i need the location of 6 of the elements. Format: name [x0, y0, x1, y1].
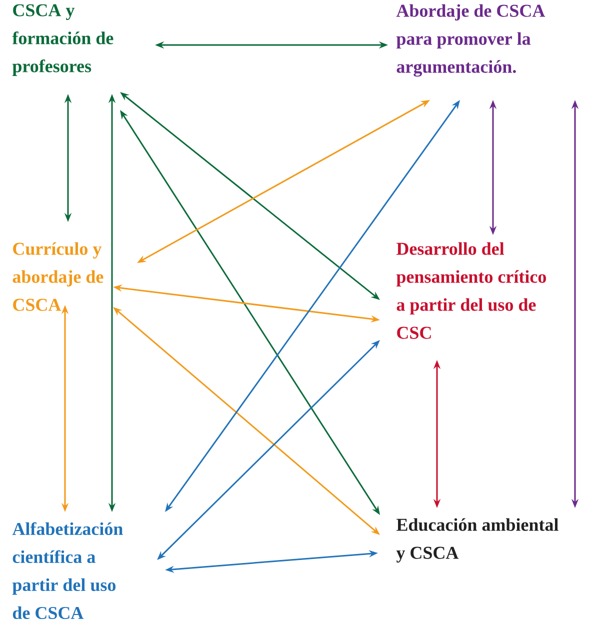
concept-text: Educación ambiental y CSCA: [396, 518, 558, 563]
concept-text: Alfabetización científica a partir del uso de CSCA: [12, 522, 123, 620]
concept-text: CSCA y formación de profesores: [12, 4, 114, 76]
concept-text: Currículo y abordaje de CSCA: [12, 242, 104, 311]
concept-text: Abordaje de CSCA para promover la argumentación.: [396, 4, 546, 77]
concept-text: Desarrollo del pensamiento crítico a partir del uso de CSC: [396, 242, 546, 339]
